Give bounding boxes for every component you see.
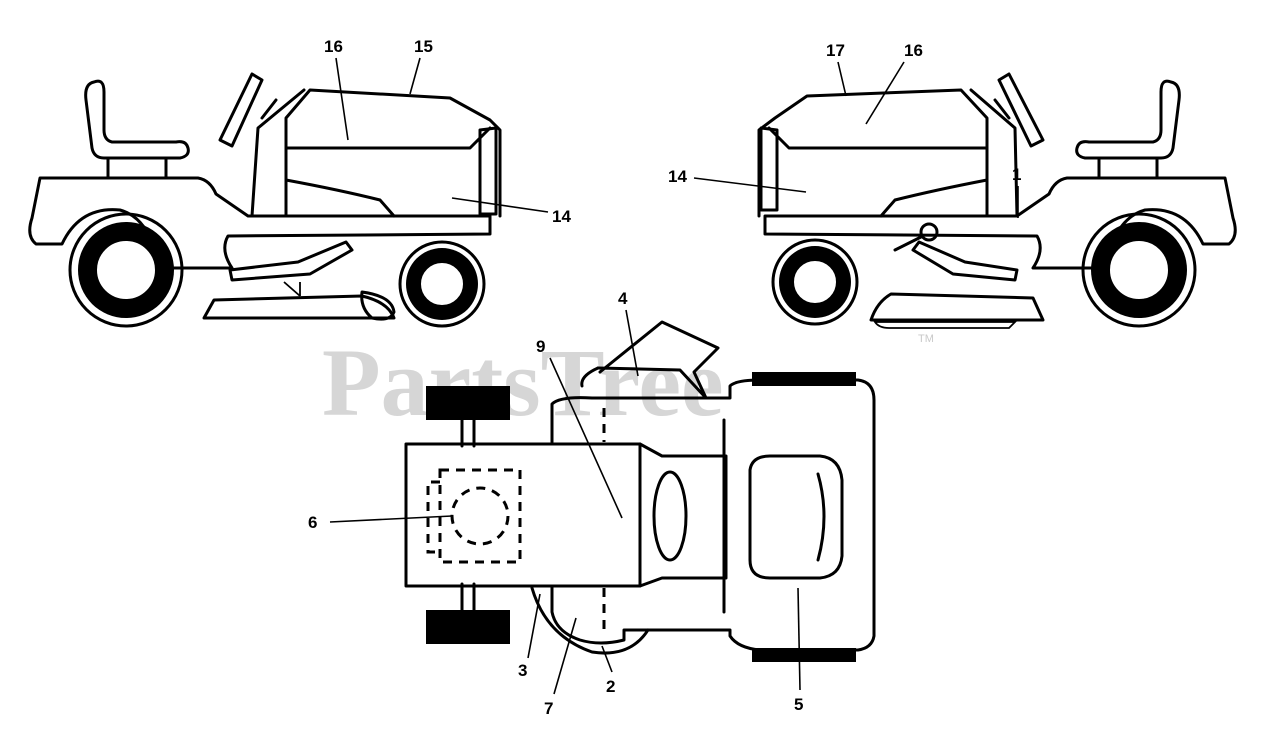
callout-label: 9 [536,337,545,356]
callout-label: 2 [606,677,615,696]
callout-leader [625,309,639,377]
callout-leader [409,57,421,95]
callout-label: 14 [552,207,571,226]
seat-block [404,442,642,588]
callout-leader [451,197,549,213]
callout-leader [797,587,801,691]
left-callouts: 16 15 14 [324,37,571,226]
mower-right-side-view [757,72,1237,329]
callout-leader [865,61,905,125]
callout-label: 3 [518,661,527,680]
callout-leader [335,57,349,141]
top-callouts: 4 9 6 3 7 2 5 [308,289,803,718]
callout-label: 6 [308,513,317,532]
watermark-text: PartsTree [322,329,724,436]
callout-label: 16 [904,41,923,60]
mower-top-view [404,320,876,662]
callout-label: 17 [826,41,845,60]
callout-leader [527,593,541,659]
callout-leader [837,61,847,97]
callout-label: 16 [324,37,343,56]
callout-leader [553,617,577,695]
callout-label: 5 [794,695,803,714]
callout-label: 15 [414,37,433,56]
callout-leader [693,177,807,193]
callout-leader [601,645,613,673]
right-callouts: 17 16 14 1 [668,41,1021,218]
watermark-trademark: TM [918,333,934,345]
callout-label: 7 [544,699,553,718]
callout-label: 4 [618,289,628,308]
rear-tire [426,386,510,420]
mower-left-side-view [28,72,502,328]
rear-tire [426,610,510,644]
callout-leader [329,515,453,523]
callout-label: 1 [1012,165,1021,184]
callout-leader [549,357,623,519]
callout-label: 14 [668,167,687,186]
